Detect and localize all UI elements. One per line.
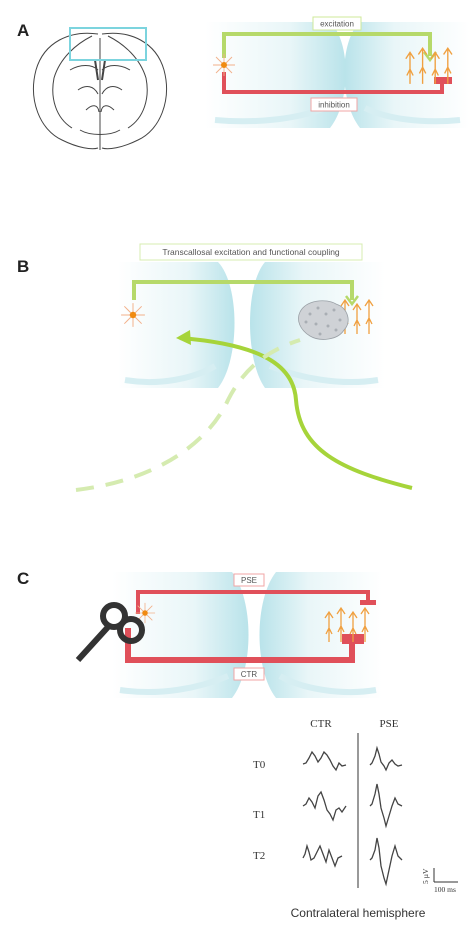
excitation-label-box: [312, 16, 362, 31]
pse-pathway-arrow: [136, 590, 370, 614]
panel-c-hemispheres: [112, 572, 382, 698]
panel-b-label: B: [17, 257, 29, 276]
excitation-pathway-arrow: [222, 32, 432, 58]
row-label-t2: T2: [253, 850, 265, 862]
scale-time-label: 100 ms: [434, 885, 456, 894]
inhibition-label-box: [310, 97, 358, 112]
pse-terminal-icon: [360, 600, 376, 605]
trace-pse-t1: [369, 783, 403, 829]
ctr-label: CTR: [241, 670, 258, 679]
inhibition-terminal-icon: [434, 77, 452, 84]
inhibition-pathway-arrow: [222, 72, 444, 94]
source-neuron-icon: [212, 53, 236, 77]
ctr-pathway-arrow: [125, 628, 355, 663]
column-header-ctr: CTR: [310, 718, 332, 730]
trace-pse-t0: [369, 745, 403, 772]
transcallosal-title-box: [139, 243, 363, 261]
inhibition-label: inhibition: [318, 101, 350, 110]
functional-coupling-arrow: [179, 336, 413, 490]
excitation-label: excitation: [320, 20, 354, 29]
trace-ctr-t1: [302, 790, 347, 822]
trace-ctr-t0: [302, 750, 347, 772]
row-label-t0: T0: [253, 759, 266, 771]
scale-bar: [433, 868, 458, 883]
panel-a-label: A: [17, 21, 29, 40]
scale-voltage-label: 5 µV: [421, 868, 430, 884]
trace-ctr-t2: [302, 843, 343, 868]
stimulation-electrode-icon: [75, 602, 145, 663]
pse-label: PSE: [241, 576, 257, 585]
transcallosal-arrowhead-icon: [345, 295, 359, 307]
region-of-interest-box: [69, 27, 147, 61]
panel-c-label: C: [17, 569, 29, 588]
transcallosal-title: Transcallosal excitation and functional …: [162, 247, 340, 257]
source-neuron-icon-b: [120, 302, 146, 328]
brain-section-drawing: [33, 32, 167, 150]
coupling-arrowhead-icon: [176, 330, 191, 345]
eeg-traces: CTR PSE T0 T1 T2 5 µV 100 ms Contralater…: [253, 718, 458, 920]
tumor-cluster-icon: [298, 300, 349, 340]
row-label-t1: T1: [253, 809, 265, 821]
transcallosal-pathway-arrow: [132, 280, 354, 300]
ctr-label-box: [233, 667, 265, 681]
pse-label-box: [233, 573, 265, 587]
dashed-coupling-path: [75, 338, 301, 492]
trace-pse-t2: [369, 837, 403, 887]
column-header-pse: PSE: [380, 718, 399, 730]
traces-caption: Contralateral hemisphere: [291, 906, 426, 920]
